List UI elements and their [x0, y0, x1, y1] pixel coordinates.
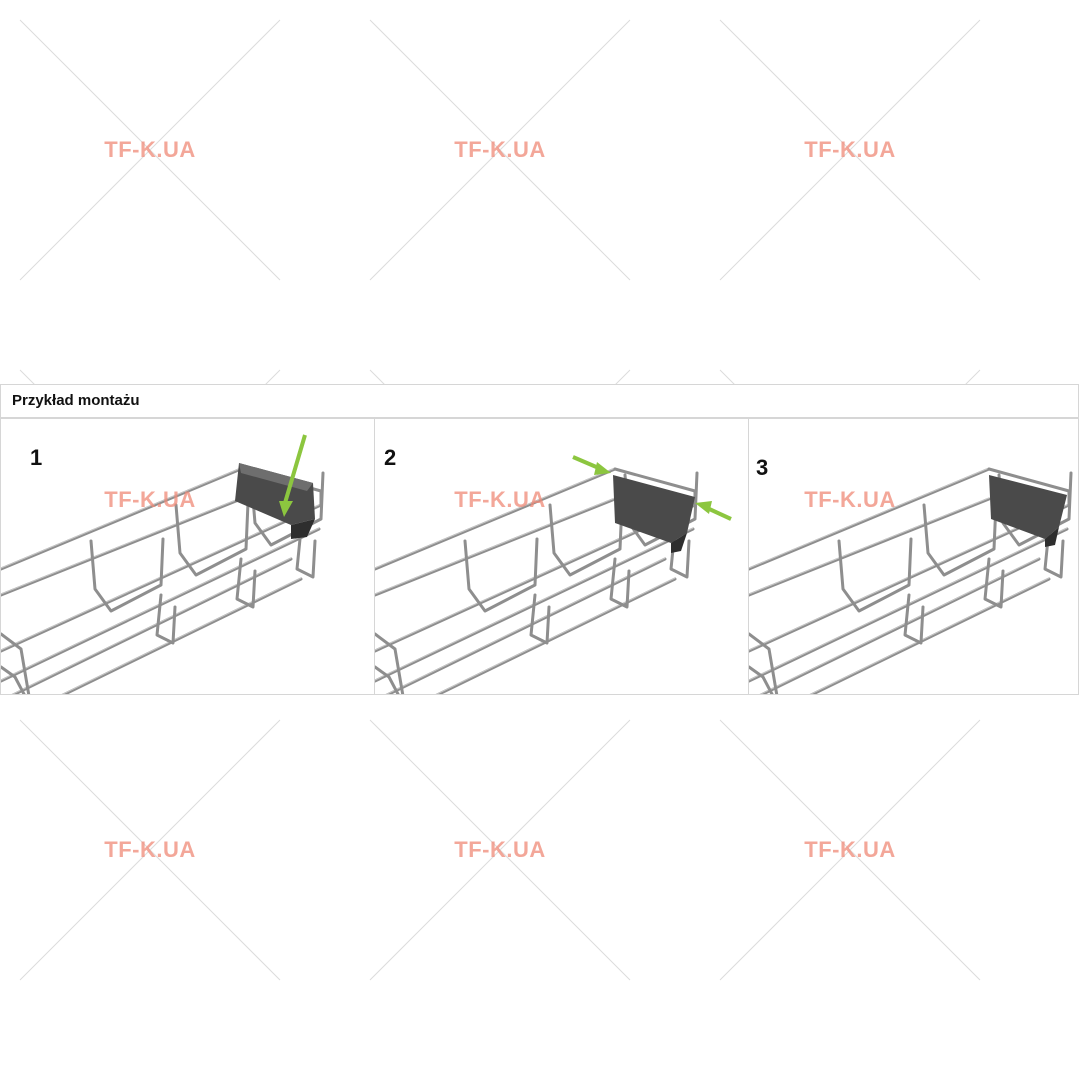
step-number: 3 — [756, 455, 769, 480]
end-cover — [989, 475, 1067, 539]
panel-header: Przykład montażu — [0, 384, 1079, 418]
watermark-line — [369, 19, 631, 281]
insert-arrow — [279, 434, 307, 517]
tray-illustration-step-1 — [1, 434, 325, 694]
watermark-line — [19, 19, 281, 281]
press-arrow-right — [695, 501, 732, 521]
wire-mesh-tray — [749, 467, 1073, 694]
end-cover-tilted — [235, 463, 315, 539]
tray-illustration-step-3 — [749, 467, 1073, 694]
step-number: 2 — [384, 445, 397, 470]
tray-illustration-step-2 — [375, 455, 732, 694]
watermark-line — [719, 19, 981, 281]
end-cover-seated — [613, 475, 695, 553]
press-arrow-left — [572, 455, 611, 475]
step-3-panel: 3 — [748, 418, 1079, 695]
panel-title: Przykład montażu — [12, 392, 140, 409]
end-cover — [613, 475, 695, 543]
wire-mesh-tray — [1, 467, 325, 694]
watermark-line — [19, 719, 281, 981]
watermark-line — [369, 719, 631, 981]
installation-example-panel: Przykład montażu 1 2 — [0, 384, 1080, 695]
step-number: 1 — [30, 445, 43, 470]
step-1-panel: 1 — [0, 418, 375, 695]
end-cover-installed — [989, 475, 1067, 547]
watermark-line — [719, 719, 981, 981]
step-2-panel: 2 — [374, 418, 749, 695]
